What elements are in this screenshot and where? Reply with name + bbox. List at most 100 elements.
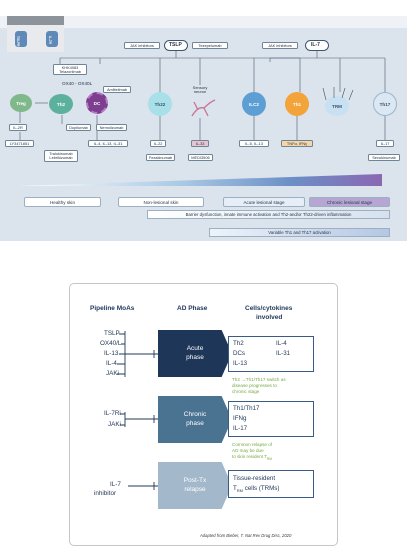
th22-label: Th22 xyxy=(154,101,166,107)
chronic-cells-box xyxy=(228,401,314,437)
treg-label: Treg xyxy=(16,100,26,106)
ilc2-cell: ILC2 xyxy=(242,92,266,116)
phase-acute-line2: phase xyxy=(186,353,204,361)
amlitelimab-box: Amlitelimab xyxy=(103,86,131,93)
chronic-note-1: Common relapse of xyxy=(232,442,273,447)
pipeline-il7: IL-7 xyxy=(110,481,121,488)
receptor-panel-header xyxy=(7,16,64,25)
acute-cell-il13: IL-13 xyxy=(233,360,248,367)
il17-box: IL-17 xyxy=(376,140,394,147)
tslpr-label: TSLPR xyxy=(16,36,21,47)
pipeline-inhibitor: inhibitor xyxy=(94,490,117,497)
chronic-note-3-sub: RM xyxy=(266,456,272,461)
ly3471851-box: LY3471851 xyxy=(5,140,34,147)
header-cells-2: involved xyxy=(256,314,283,321)
il7-hub xyxy=(305,40,329,51)
dupilumab-box: Dupilumab xyxy=(66,124,91,131)
acute-note-1: Th2 →Th1/Th17 switch as xyxy=(232,377,286,382)
stage-acute-lesional: Acute lesional stage xyxy=(223,197,305,207)
th22-cell: Th22 xyxy=(148,92,172,116)
pipeline-tslp: TSLP xyxy=(104,330,120,337)
dc-label: DC xyxy=(93,100,101,106)
relapse-trm: cells (TRMs) xyxy=(243,485,280,492)
trm-label: TRM xyxy=(332,103,342,109)
tslpr-receptor xyxy=(15,31,27,47)
th17-cell: Th17 xyxy=(373,92,397,116)
th1-label: Th1 xyxy=(292,101,302,107)
pipeline-jaki-2: JAKi xyxy=(108,421,121,428)
phase-chronic-line1: Chronic xyxy=(183,411,207,419)
stage-chronic-lesional: Chronic lesional stage xyxy=(309,197,390,207)
il33-box: IL-33 xyxy=(191,140,209,147)
tslp-hub-label: TSLP xyxy=(169,42,182,48)
th17-label: Th17 xyxy=(379,101,391,107)
pipeline-il4: IL-4 xyxy=(106,360,117,367)
il2r-box: IL-2R xyxy=(9,124,27,131)
th2-cytokine-box: IL-4, IL-13, IL-31 xyxy=(88,140,128,147)
phase-relapse-line2: relapse xyxy=(184,485,206,493)
phase-relapse-line1: Post-Tx xyxy=(183,477,207,485)
il7r-label: IL-7R xyxy=(48,36,53,44)
phase-acute: Acute phase xyxy=(158,330,232,377)
dc-cell: DC xyxy=(86,92,108,114)
tslp-hub xyxy=(164,40,188,51)
secukinumab-box: Secukinumab xyxy=(368,154,400,161)
tezepelumab-box: Tezepelumab xyxy=(192,42,228,49)
skin-layer xyxy=(0,16,407,28)
chronic-note-2: AD may be due xyxy=(232,448,264,453)
header-phase: AD Phase xyxy=(177,305,208,312)
il7r-receptor xyxy=(46,31,58,47)
khk4083-label: KHK4083 xyxy=(61,64,79,70)
relapse-cells-box xyxy=(228,470,314,498)
tnfa-ifng-box: TNFα, IFNγ xyxy=(281,140,313,147)
neuron-label: Sensory neuron xyxy=(192,85,208,95)
ox40-label: OX40 - OX40L xyxy=(62,81,93,86)
tralokinumab-box: Tralokinumab Lebrikizumab xyxy=(44,150,78,162)
acute-note-2: disease progresses to xyxy=(232,383,277,388)
source-citation: Adapted from Bieber, T. Nat Rev Drug Dis… xyxy=(200,533,292,538)
ilc2-label: ILC2 xyxy=(249,101,259,107)
il5-il13-box: IL-5, IL-13 xyxy=(239,140,269,147)
relapse-t-sub: RM xyxy=(236,488,244,494)
lebrikizumab-label: Lebrikizumab xyxy=(49,155,73,160)
pipeline-jaki-1: JAKi xyxy=(106,370,119,377)
phase-chronic: Chronic phase xyxy=(158,396,232,443)
il7-hub-label: IL-7 xyxy=(311,42,320,48)
chronic-note-3-text: to skin resident T xyxy=(232,454,267,459)
acute-cell-il31: IL-31 xyxy=(276,350,291,357)
neuron-icon xyxy=(191,99,216,117)
jak-inhibitor-box-1: JAK inhibitors xyxy=(124,42,160,49)
pipeline-il7ri: IL-7Ri xyxy=(104,410,121,417)
relapse-cell-line2: TRM cells (TRMs) xyxy=(233,485,280,494)
acute-cell-dcs: DCs xyxy=(233,350,246,357)
phase-acute-line1: Acute xyxy=(186,345,204,353)
acute-cell-th2: Th2 xyxy=(233,340,244,347)
trm-cell: TRM xyxy=(325,96,349,116)
chronic-note-3: to skin resident TRM xyxy=(232,454,272,461)
chronic-cell-il17: IL-17 xyxy=(233,425,248,432)
header-cells: Cells/cytokines xyxy=(245,305,293,312)
trm-dendrites xyxy=(322,87,354,100)
stage-healthy-skin: Healthy skin xyxy=(24,197,101,207)
acute-cells-box xyxy=(228,336,314,372)
th2-cell: Th2 xyxy=(49,94,73,114)
jak-inhibitor-box-2: JAK inhibitors xyxy=(262,42,298,49)
relapse-cell-line1: Tissue-resident xyxy=(233,475,276,482)
barrier-bar: Barrier dysfunction, innate immune activ… xyxy=(147,210,390,219)
chronic-cell-ifng: IFNg xyxy=(233,415,247,422)
pipeline-il13: IL-13 xyxy=(104,350,119,357)
chronic-cell-th1th17: Th1/Th17 xyxy=(233,405,260,412)
acute-note-3: chronic stage xyxy=(232,389,260,394)
th2-label: Th2 xyxy=(56,101,66,107)
phase-chronic-line2: phase xyxy=(186,419,204,427)
medi3506-box: MEDI3506 xyxy=(188,154,213,161)
acute-cell-il4: IL-4 xyxy=(276,340,287,347)
fezakinumab-box: Fezakinumab xyxy=(146,154,175,161)
pipeline-ox40: OX40/L xyxy=(100,340,122,347)
treg-cell: Treg xyxy=(10,94,32,112)
th1-cell: Th1 xyxy=(285,92,309,116)
header-pipeline: Pipeline MoAs xyxy=(90,305,135,312)
khk4083-box: KHK4083 Telazorlimab xyxy=(53,64,87,75)
telazorlimab-label: Telazorlimab xyxy=(59,68,81,74)
